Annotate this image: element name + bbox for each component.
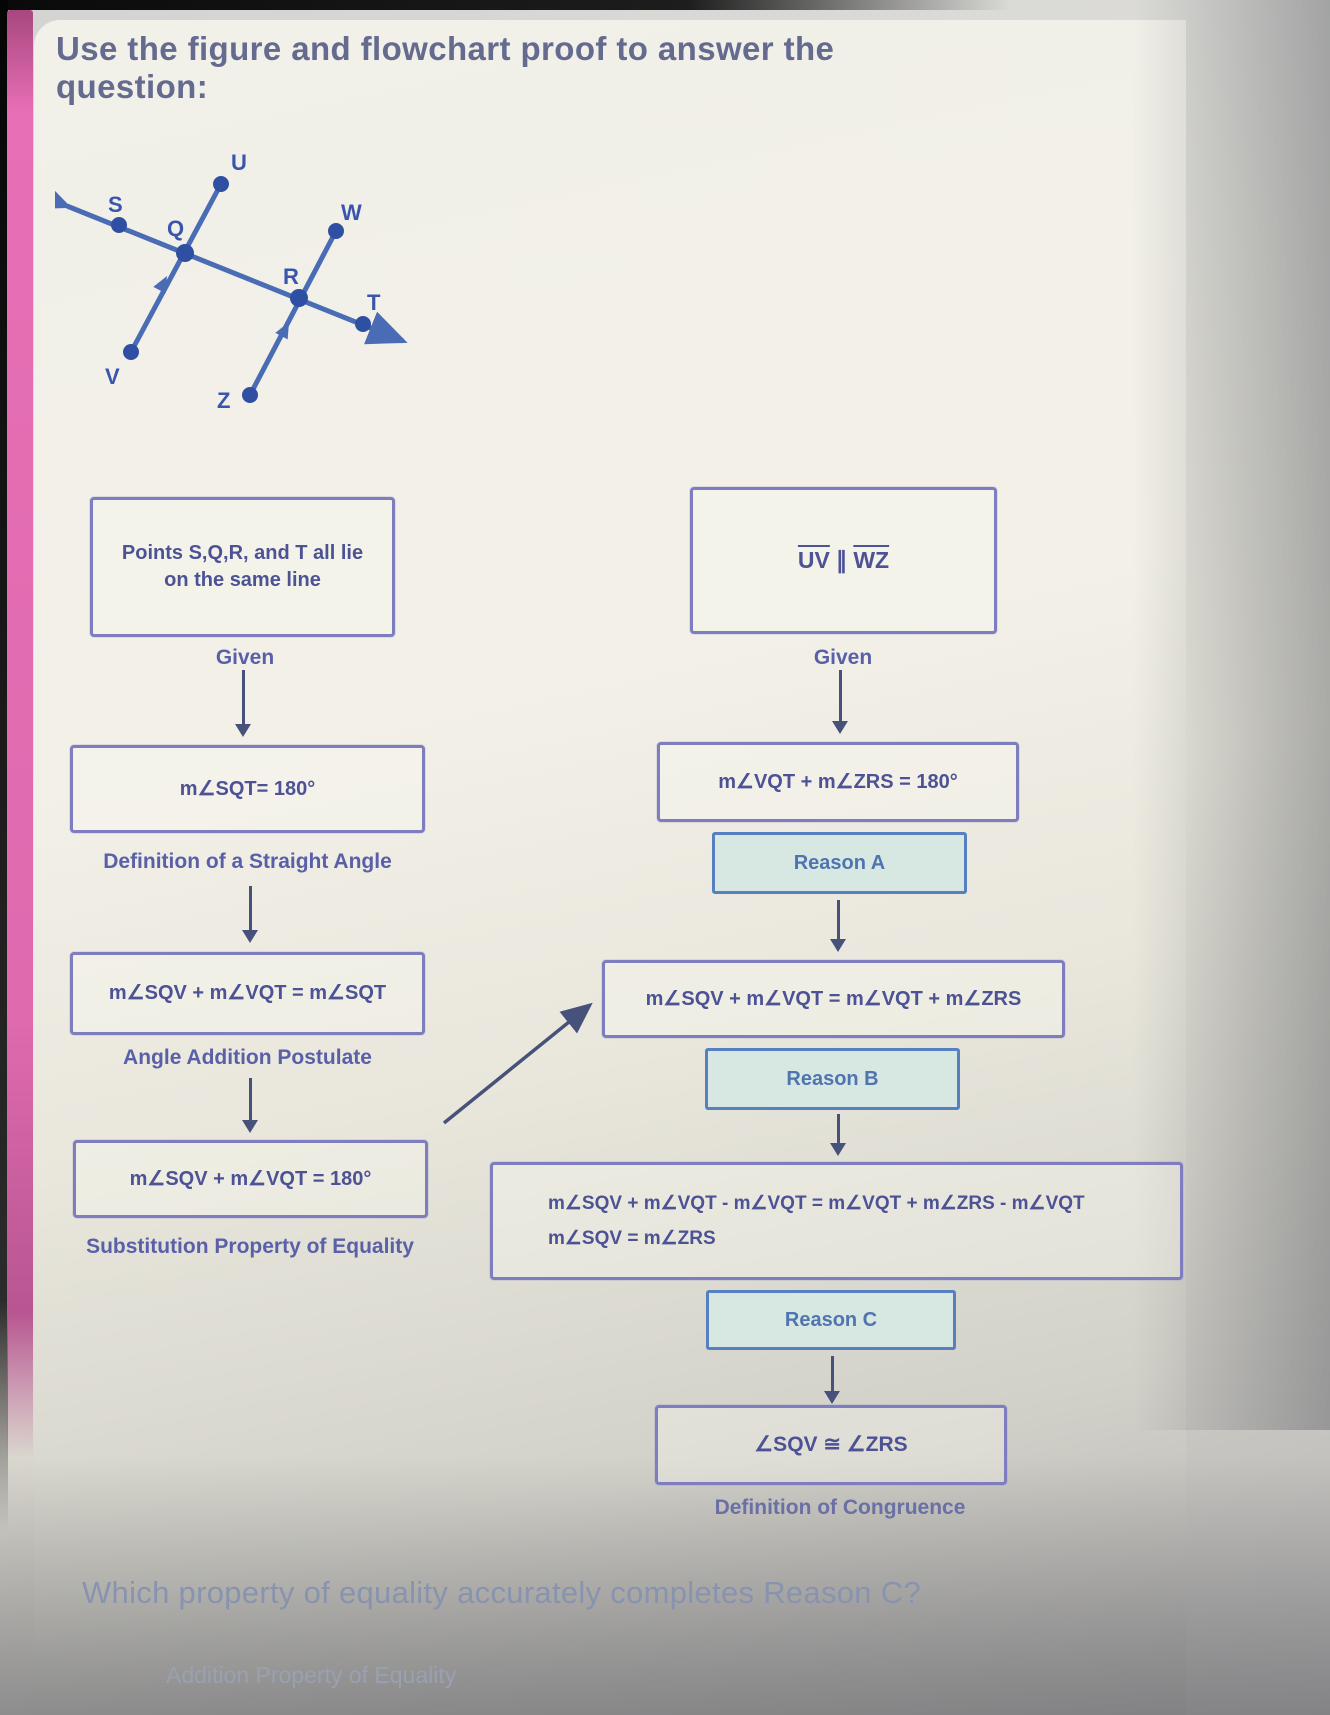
point-dot-R [290,289,308,307]
statement-box-angle-addition: m∠SQV + m∠VQT = m∠SQT [70,952,425,1035]
reason-b-label: Reason B [786,1067,879,1090]
line-UV [128,182,224,354]
statement-text-line: on the same line [164,569,321,591]
statement-text-line: m∠VQT + m∠ZRS = 180° [718,770,958,793]
point-label-Q: Q [167,216,184,241]
segment-UV-label: UV [797,546,830,573]
arrow-down-icon [235,670,251,737]
arrow-down-icon [830,900,846,952]
reason-caption-congruence: Definition of Congruence [714,1496,966,1519]
statement-box-subtraction-step: m∠SQV + m∠VQT - m∠VQT = m∠VQT + m∠ZRS - … [490,1162,1183,1280]
reason-c-box: Reason C [706,1290,956,1350]
ray-arrowhead-QV [153,276,167,294]
statement-text-line: m∠SQV + m∠VQT = m∠SQT [108,982,387,1004]
reason-caption-straight-angle: Definition of a Straight Angle [103,850,392,873]
reason-b-box: Reason B [705,1048,960,1110]
reason-caption-given-right: Given [813,646,873,669]
statement-box-sum-180: m∠SQV + m∠VQT = 180° [73,1140,428,1218]
point-dot-T [355,316,371,332]
point-label-V: V [105,364,120,389]
point-dot-W [328,223,344,239]
statement-box-congruent-angles: ∠SQV ≅ ∠ZRS [655,1405,1007,1485]
reason-a-label: Reason A [793,851,886,874]
arrow-down-icon [242,1078,258,1133]
pink-border-strip [7,10,33,1458]
arrow-down-icon [832,670,848,734]
statement-box-vqt-zrs-180: m∠VQT + m∠ZRS = 180° [657,742,1019,822]
point-label-T: T [367,290,381,315]
reason-c-label: Reason C [784,1308,878,1331]
statement-text-line: Points S,Q,R, and T all lie [121,542,364,564]
photo-edge-left [0,0,8,1530]
arrow-down-icon [242,886,258,943]
answer-option-addition-property[interactable]: Addition Property of Equality [166,1662,457,1688]
reason-a-box: Reason A [712,832,967,894]
reason-caption-substitution: Substitution Property of Equality [86,1235,414,1258]
point-label-U: U [231,150,247,175]
statement-box-collinear-points: Points S,Q,R, and T all lie on the same … [90,497,395,637]
page-title: Use the figure and flowchart proof to an… [56,30,835,105]
point-dot-V [123,344,139,360]
reason-caption-angle-addition: Angle Addition Postulate [123,1046,372,1069]
point-dot-U [213,176,229,192]
statement-text-line: m∠SQV + m∠VQT = m∠VQT + m∠ZRS [645,987,1022,1010]
statement-text-line: UV∥WZ [798,545,889,576]
statement-text-line: m∠SQV = m∠ZRS [548,1227,716,1249]
geometry-figure: U S Q W R T V Z [55,150,408,413]
point-label-Z: Z [217,388,230,413]
arrow-down-icon [830,1114,846,1156]
point-label-R: R [283,264,299,289]
arrow-diagonal-icon [442,1002,593,1125]
point-dot-Z [242,387,258,403]
statement-text-line: ∠SQV ≅ ∠ZRS [754,1432,908,1456]
parallel-symbol: ∥ [835,546,848,573]
point-dot-S [111,217,127,233]
arrow-down-icon [824,1356,840,1404]
photo-edge-top [0,0,1010,10]
statement-box-equal-sums: m∠SQV + m∠VQT = m∠VQT + m∠ZRS [602,960,1065,1038]
line-WZ [247,229,339,397]
point-dot-Q [176,244,194,262]
point-label-W: W [341,200,362,225]
statement-text-line: m∠SQT= 180° [179,777,316,800]
point-label-S: S [108,192,123,217]
segment-WZ-label: WZ [853,546,890,573]
reason-caption-given-left: Given [215,646,275,669]
ray-arrowhead-RZ [275,322,289,340]
statement-text-line: m∠SQV + m∠VQT = 180° [129,1167,372,1190]
statement-text-line: m∠SQV + m∠VQT - m∠VQT = m∠VQT + m∠ZRS - … [548,1192,1085,1214]
question-text: Which property of equality accurately co… [82,1575,921,1610]
statement-box-straight-angle: m∠SQT= 180° [70,745,425,833]
statement-box-parallel-lines: UV∥WZ [690,487,997,634]
